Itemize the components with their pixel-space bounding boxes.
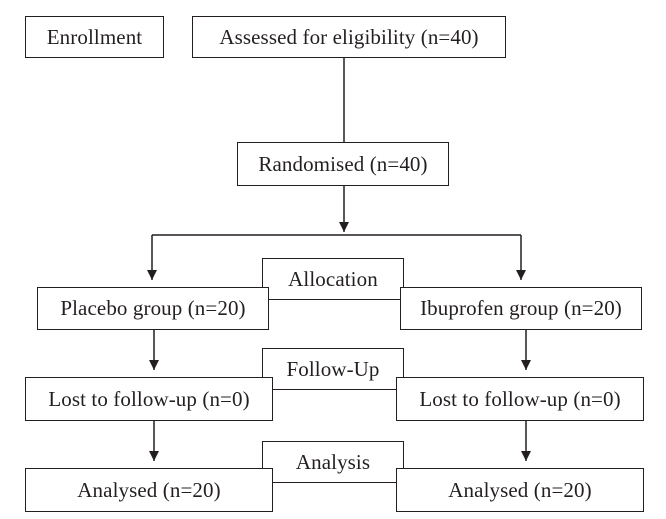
analysis-label: Analysis bbox=[262, 441, 404, 483]
allocation-label: Allocation bbox=[262, 258, 404, 300]
placebo-group-box: Placebo group (n=20) bbox=[37, 287, 269, 330]
placebo-lost-box: Lost to follow-up (n=0) bbox=[25, 377, 273, 421]
randomised-box: Randomised (n=40) bbox=[237, 142, 449, 186]
assessed-box: Assessed for eligibility (n=40) bbox=[192, 16, 506, 58]
ibuprofen-analysed-box: Analysed (n=20) bbox=[396, 468, 644, 512]
enrollment-label: Enrollment bbox=[25, 16, 164, 58]
follow-up-label: Follow-Up bbox=[262, 348, 404, 390]
ibuprofen-group-box: Ibuprofen group (n=20) bbox=[400, 287, 642, 330]
ibuprofen-lost-box: Lost to follow-up (n=0) bbox=[396, 377, 644, 421]
placebo-analysed-box: Analysed (n=20) bbox=[25, 468, 273, 512]
